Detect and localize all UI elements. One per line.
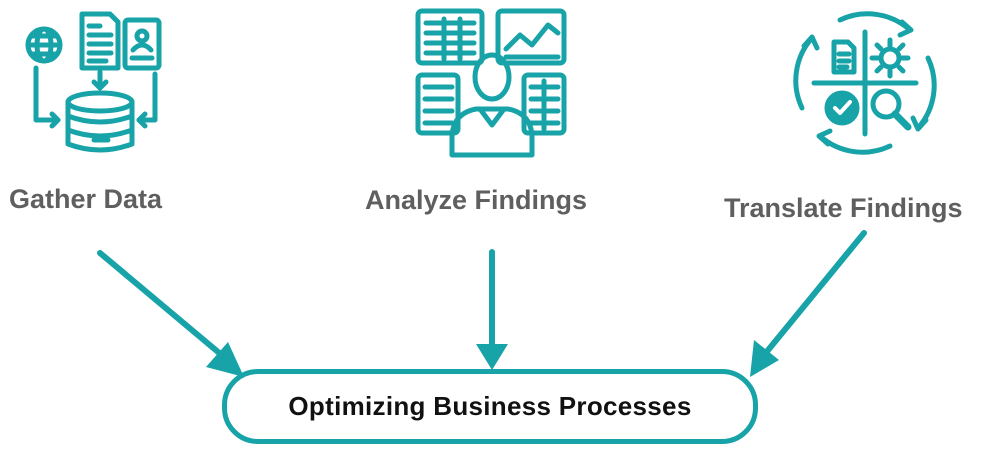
data-gathering-icon — [25, 11, 162, 153]
arrowhead-translate — [750, 340, 779, 377]
step-label-gather-data: Gather Data — [9, 184, 163, 214]
arrowhead-gather — [206, 342, 244, 377]
step-label-analyze-findings: Analyze Findings — [365, 185, 588, 215]
analyst-dashboard-icon — [415, 8, 567, 158]
step-label-translate-findings: Translate Findings — [724, 193, 963, 223]
goal-label: Optimizing Business Processes — [288, 391, 692, 421]
goal-box: Optimizing Business Processes — [222, 369, 758, 444]
arrowhead-analyze — [476, 344, 508, 370]
arrow-translate-to-goal — [757, 230, 867, 363]
arrow-gather-to-goal — [97, 250, 233, 365]
process-cycle-icon — [793, 11, 937, 155]
